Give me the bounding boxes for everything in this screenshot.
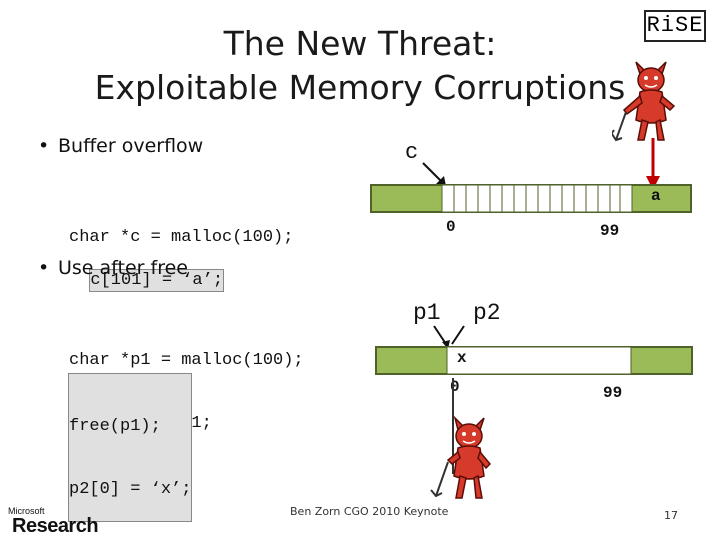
title-line-2: Exploitable Memory Corruptions [94,68,626,107]
cell-value-x: x [457,349,467,367]
code-line-highlighted: c[101] = ‘a’; [89,269,225,292]
microsoft-research-logo: Microsoft Research [8,506,99,538]
code-line: p2[0] = ‘x’; [69,480,192,499]
pitchfork-icon [430,461,449,498]
index-end-2: 99 [603,384,623,402]
title-line-1: The New Threat: [223,24,497,63]
bullet-use-after-free-text: Use after free [58,257,188,279]
index-start-2: 0 [450,378,460,396]
code-line: free(p1); [69,417,161,436]
slide-title: The New Threat: Exploitable Memory Corru… [0,22,720,110]
devil-icon [612,61,676,142]
rise-logo: RiSE [644,10,706,42]
code-line: char *c = malloc(100); [69,228,294,247]
pointer-arrow [422,162,446,186]
memory-block-1 [370,184,692,213]
slide-number: 17 [664,509,678,522]
bullet-use-after-free: •Use after free [38,257,188,279]
code-line: char *p1 = malloc(100); [69,351,304,370]
pointer-label-p1: p1 [413,300,441,326]
pointer-label-p2: p2 [473,300,501,326]
bullet-buffer-overflow: •Buffer overflow [38,135,204,157]
ms-logo-top: Microsoft [8,506,45,516]
index-start-1: 0 [446,218,456,236]
pitchfork-icon [612,111,627,142]
ms-logo-bottom: Research [12,515,99,537]
footer-credit: Ben Zorn CGO 2010 Keynote [290,505,449,518]
index-end-1: 99 [600,222,620,240]
memory-block-2 [375,346,693,375]
code-block-1: char *c = malloc(100); c[101] = ‘a’; [69,185,293,292]
devil-icon [430,378,492,499]
bullet-buffer-overflow-text: Buffer overflow [58,135,204,157]
cell-value-a: a [651,187,661,205]
code-block-free: free(p1); p2[0] = ‘x’; [68,373,193,522]
arrow-icon [646,138,660,190]
pointer-label-c: c [405,140,419,165]
